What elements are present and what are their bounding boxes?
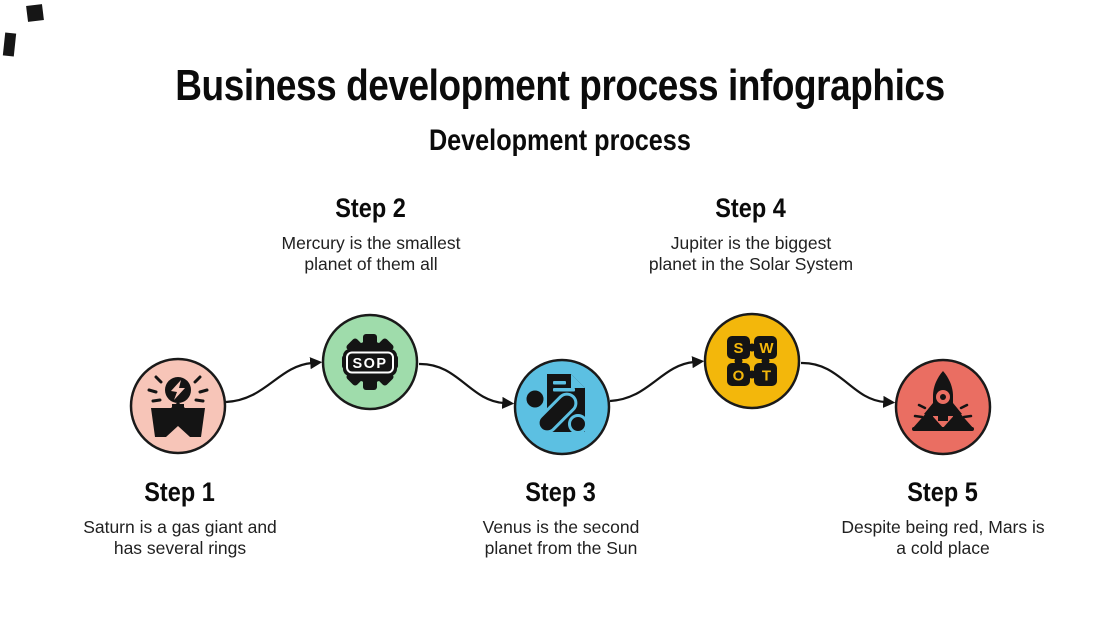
rocket-nozzle	[938, 416, 948, 421]
smoke-mound-right	[942, 411, 974, 429]
connector-arrows	[225, 356, 896, 409]
page-title-text: Business development process infographic…	[175, 61, 945, 110]
step-2-text-block: Step 2 Mercury is the smallest planet of…	[231, 190, 511, 275]
idea-rays	[147, 375, 209, 403]
connector-arrow-4	[800, 361, 896, 408]
step-5-description: Despite being red, Mars is a cold place	[841, 517, 1045, 558]
page-title: Business development process infographic…	[0, 61, 1120, 110]
step-3-description: Venus is the second planet from the Sun	[482, 517, 640, 558]
smoke-base	[912, 427, 974, 431]
idea-lightbulb-box-icon	[147, 375, 209, 437]
step-1-node	[129, 357, 227, 455]
step-3-node	[513, 358, 611, 456]
step-4-label: Step 4	[715, 193, 787, 223]
approved-document-stamp-icon	[523, 374, 588, 434]
step-2-description: Mercury is the smallest planet of them a…	[281, 233, 461, 274]
connector-arrow-2	[418, 362, 515, 409]
step-2-node: SOP	[321, 313, 419, 411]
swot-letters: S W O T	[733, 340, 775, 385]
swot-letter-s: S	[733, 340, 743, 357]
page-subtitle-text: Development process	[429, 124, 691, 157]
document-line	[553, 381, 566, 385]
sop-plate	[343, 349, 397, 376]
step-1-text-block: Step 1 Saturn is a gas giant and has sev…	[40, 474, 320, 559]
rocket-launch-icon	[912, 371, 974, 431]
stamp-body	[536, 392, 578, 434]
step-4-node: S W O T	[703, 312, 801, 410]
step-5-text-block: Step 5 Despite being red, Mars is a cold…	[803, 474, 1083, 559]
step-5-label: Step 5	[907, 477, 979, 507]
launch-speed-lines	[913, 403, 973, 419]
step-1-label: Step 1	[144, 477, 216, 507]
box-notch	[166, 426, 190, 437]
stamp-handle	[523, 387, 547, 411]
swot-letter-o: O	[733, 368, 745, 385]
step-5-node	[894, 358, 992, 456]
lightning-bolt	[171, 380, 185, 400]
sop-label: SOP	[352, 356, 387, 372]
rocket-window-center	[940, 394, 946, 400]
open-box	[151, 402, 205, 437]
connector-arrow-3	[609, 356, 705, 403]
smoke-mound-left	[912, 411, 944, 429]
step-4-description: Jupiter is the biggest planet in the Sol…	[648, 233, 854, 274]
step-3-label: Step 3	[525, 477, 597, 507]
sop-gear-icon: SOP	[342, 334, 398, 390]
sop-plate-border	[346, 351, 394, 374]
step-4-text-block: Step 4 Jupiter is the biggest planet in …	[611, 190, 891, 275]
swot-letter-t: T	[762, 368, 771, 385]
document-line	[553, 388, 575, 392]
page-subtitle: Development process	[0, 124, 1120, 157]
step-4-circle	[703, 312, 801, 410]
swot-letter-w: W	[759, 340, 774, 357]
step-3-text-block: Step 3 Venus is the second planet from t…	[421, 474, 701, 559]
step-2-label: Step 2	[335, 193, 407, 223]
swot-puzzle-icon: S W O T	[727, 336, 777, 386]
document-fold	[571, 374, 585, 388]
stamp-seal-dot	[568, 414, 588, 434]
connector-arrow-1	[225, 357, 323, 404]
step-1-description: Saturn is a gas giant and has several ri…	[83, 517, 277, 558]
puzzle-pieces	[727, 336, 777, 386]
